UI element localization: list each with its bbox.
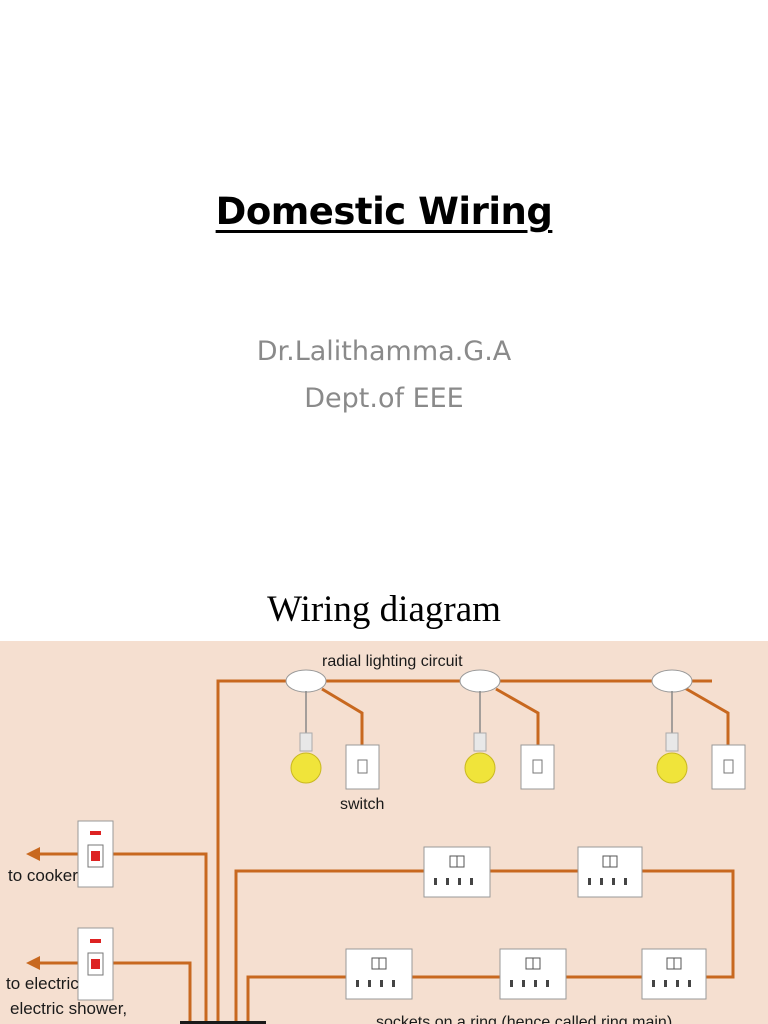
cooker-arrow-icon xyxy=(26,847,40,861)
ring-wire-upper xyxy=(234,869,735,1024)
lighting-switch-wire-1 xyxy=(321,687,364,746)
lighting-wire-main xyxy=(216,679,712,1024)
author-name: Dr.Lalithamma.G.A xyxy=(256,336,512,367)
socket-upper-2 xyxy=(577,846,643,898)
lighting-switch-wire-3 xyxy=(682,685,730,746)
shower-arrow-icon xyxy=(26,956,40,970)
cooker-isolator xyxy=(77,820,114,888)
wiring-diagram-svg: radial lighting circuit switch to cooker… xyxy=(6,653,746,1024)
light-switch-1 xyxy=(345,744,380,790)
shower-wire xyxy=(113,961,192,1024)
wires xyxy=(35,679,735,1024)
light-fitting-3 xyxy=(651,669,693,784)
diagram-heading: Wiring diagram xyxy=(267,589,501,630)
electric-label: to electric xyxy=(6,974,79,993)
light-switch-3 xyxy=(711,744,746,790)
socket-lower-3 xyxy=(641,948,707,1000)
cooker-wire xyxy=(113,852,208,1024)
shower-label: electric shower, xyxy=(10,999,127,1018)
shower-isolator xyxy=(77,927,114,1001)
light-switch-2 xyxy=(520,744,555,790)
department-name: Dept.of EEE xyxy=(304,383,464,414)
arrowheads xyxy=(26,847,40,970)
cooker-label: to cooker xyxy=(8,866,78,885)
switch-label: switch xyxy=(340,796,384,813)
ring-wire-lower xyxy=(246,975,642,1024)
lighting-circuit-label: radial lighting circuit xyxy=(322,653,463,670)
socket-lower-1 xyxy=(345,948,413,1000)
lighting-switch-wire-2 xyxy=(495,687,540,746)
consumer-unit-edge xyxy=(180,1021,266,1024)
socket-upper-1 xyxy=(423,846,491,898)
light-fitting-1 xyxy=(285,669,327,784)
ring-main-label: sockets on a ring (hence called ring mai… xyxy=(376,1014,672,1024)
slide-title: Domestic Wiring xyxy=(215,190,553,233)
wiring-diagram: radial lighting circuit switch to cooker… xyxy=(0,641,768,1024)
socket-lower-2 xyxy=(499,948,567,1000)
light-fitting-2 xyxy=(459,669,501,784)
